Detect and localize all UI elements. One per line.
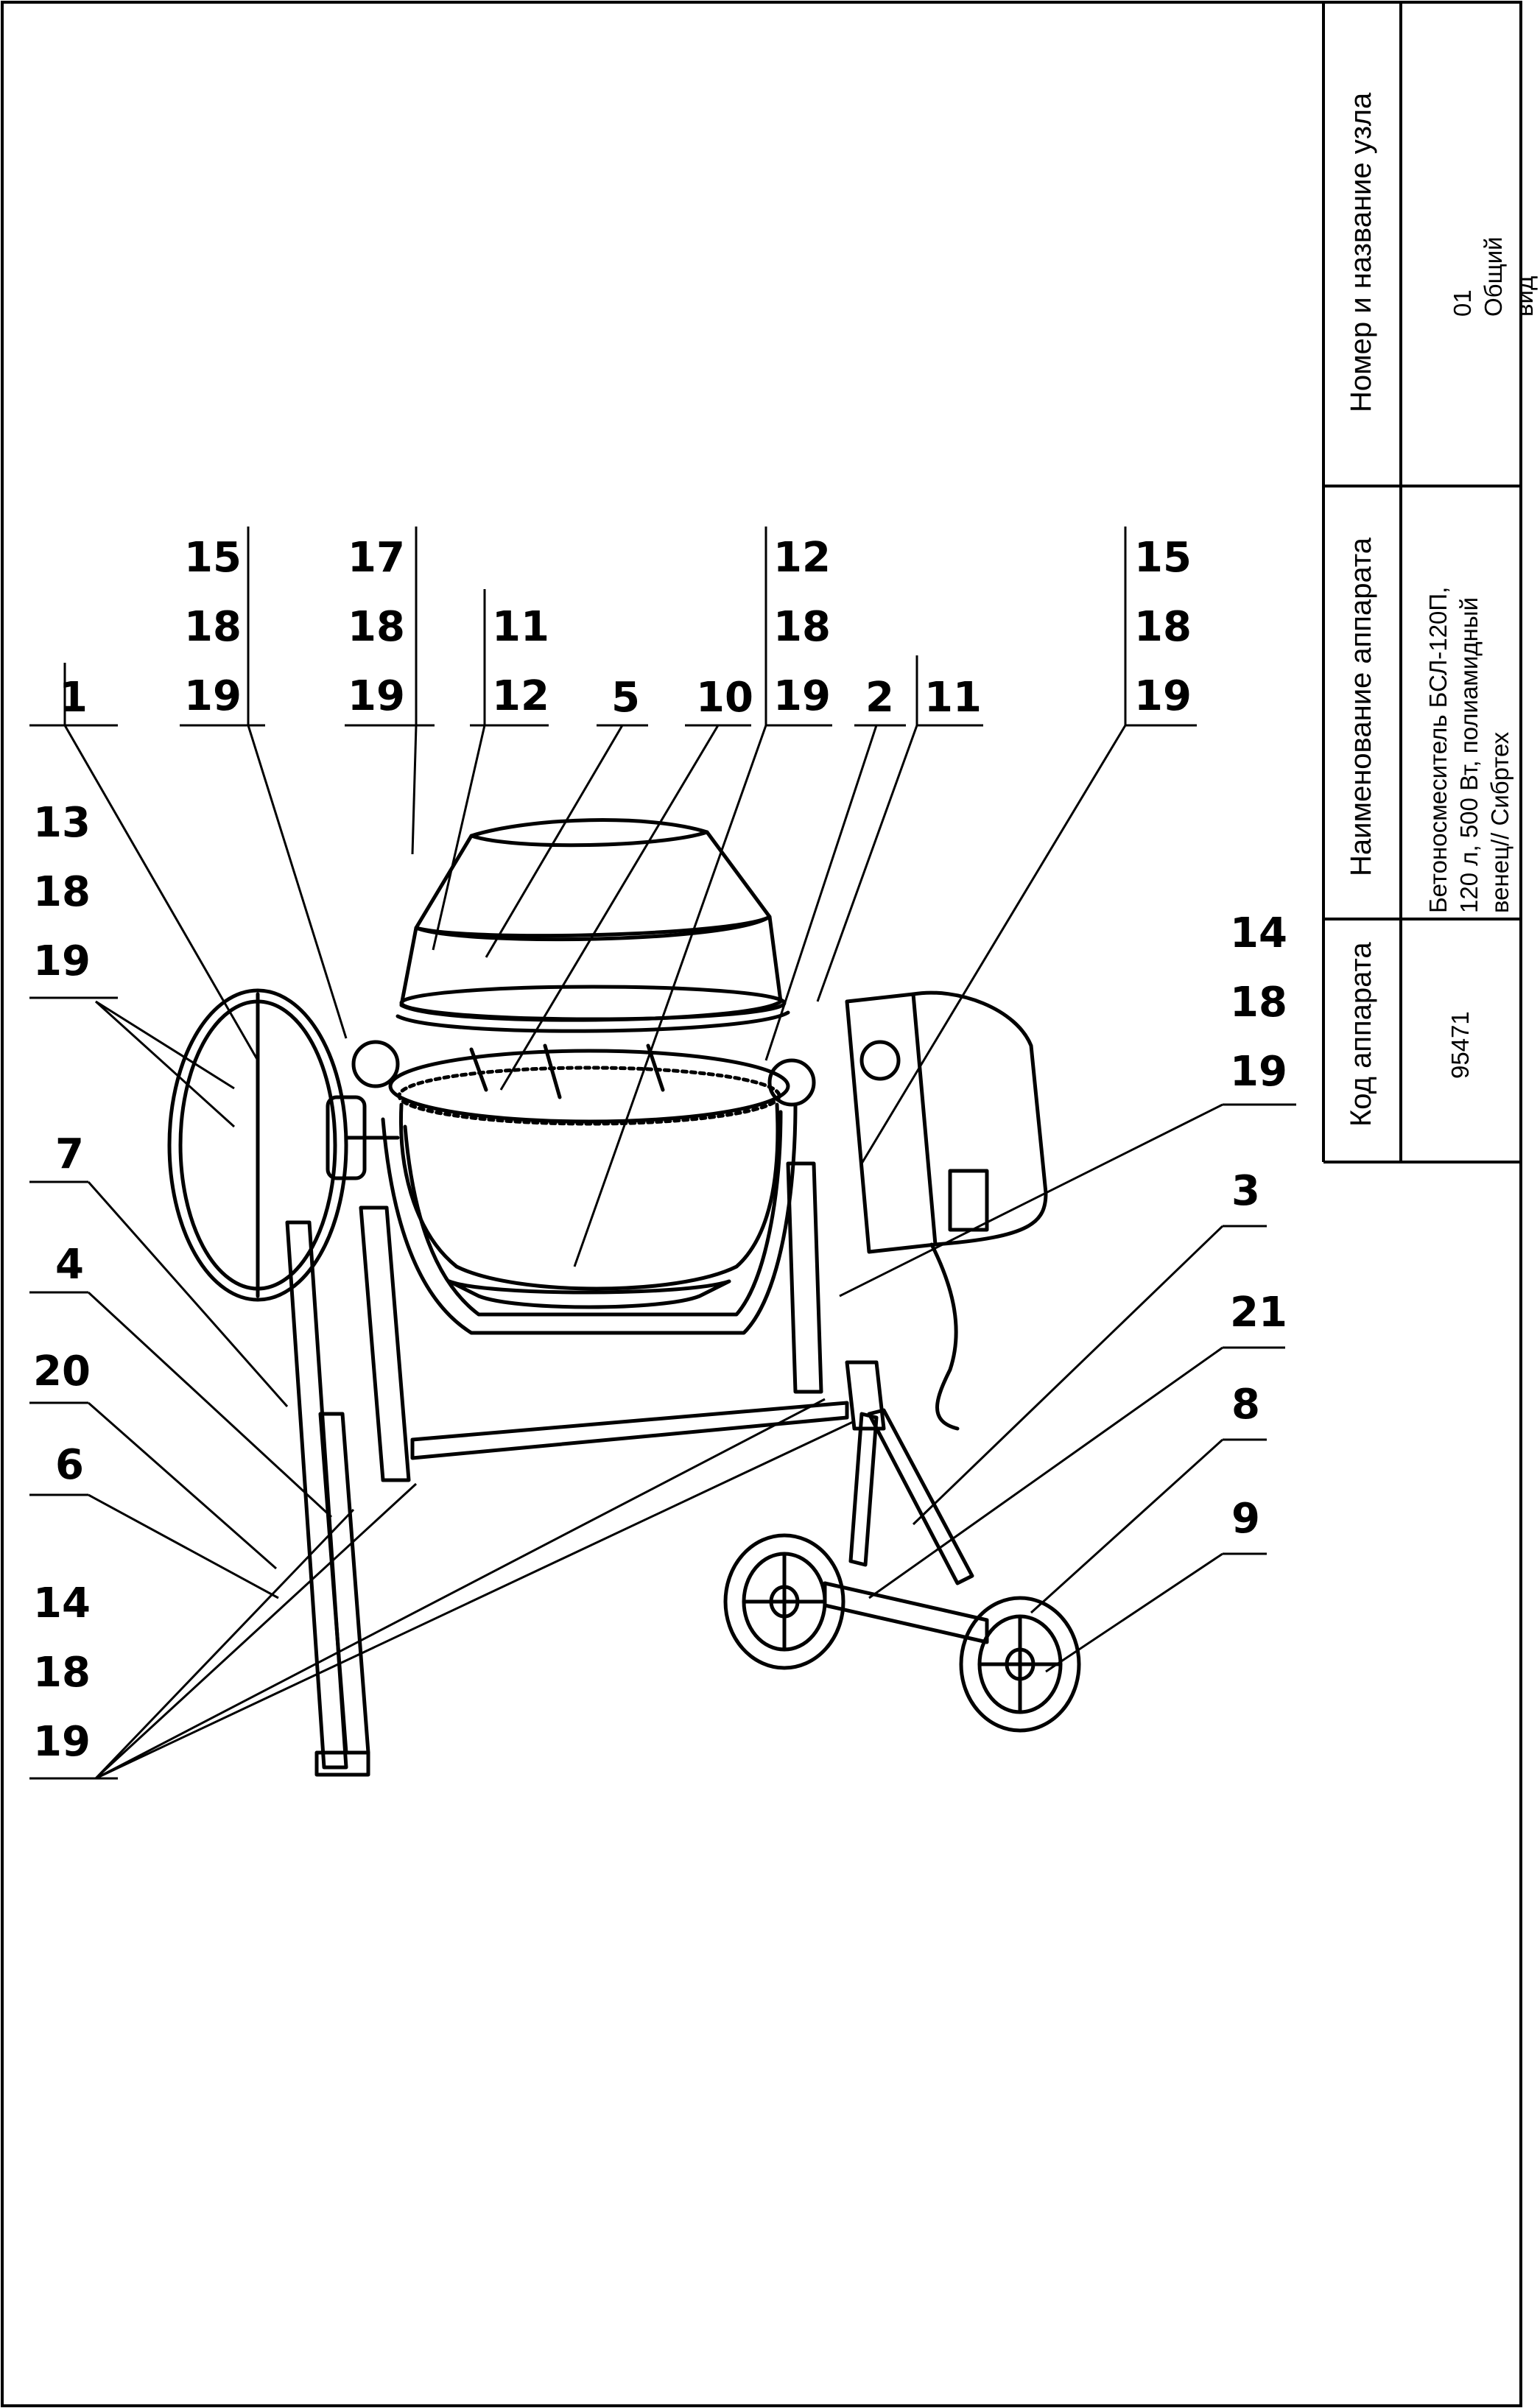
callout-label: 7 [55,1130,84,1178]
callout-label: 19 [33,1718,91,1766]
callout-label: 21 [1230,1289,1287,1337]
callout-label: 15 [184,534,242,582]
title-block-header-node: Номер и название узла [1345,92,1377,412]
mixer-illustration [167,818,1081,1777]
callout-label: 18 [773,603,831,651]
title-block-header-apparatus-code: Код аппарата [1345,942,1377,1127]
callout-label: 11 [492,603,549,651]
motor-housing [845,990,1048,1431]
callout-label: 15 [1134,534,1192,582]
callout-label: 17 [348,534,405,582]
callout-label: 18 [33,1649,91,1697]
callout-label: 2 [865,674,894,722]
callout-label: 19 [184,672,242,720]
callout-left-3: 4 [55,1245,84,1314]
drum-body [388,1043,790,1309]
callout-right-4: 8 [1231,1384,1260,1454]
callout-label: 10 [696,674,753,722]
callout-label: 3 [1231,1167,1260,1215]
stand-legs [285,1161,886,1777]
callout-label: 4 [55,1241,84,1289]
callout-right-5: 9 [1231,1499,1260,1568]
callout-label: 19 [348,672,405,720]
callout-left-4: 20 [33,1351,91,1420]
callout-label: 19 [773,672,831,720]
callout-top-1: 1 [59,677,88,747]
callout-label: 14 [1230,909,1287,957]
wheel-frame [823,1408,989,1644]
callout-label: 18 [33,868,91,916]
wheels [723,1533,1081,1733]
callout-label: 14 [33,1580,91,1627]
callout-label: 20 [33,1348,91,1395]
handwheel [167,988,400,1302]
title-block-header-apparatus-name: Наименование аппарата [1345,538,1377,876]
callout-label: 18 [1134,603,1192,651]
callout-label: 19 [1134,672,1192,720]
callout-label: 18 [348,603,405,651]
callout-label: 19 [1230,1048,1287,1096]
apparatus-name-line-3: венец// Сибртех [1486,731,1513,913]
callout-label: 13 [33,799,91,847]
callout-right-2: 3 [1231,1171,1260,1240]
callout-label: 18 [184,603,242,651]
callout-label: 9 [1231,1495,1260,1543]
apparatus-name-line-1: Бетоносмеситель БСЛ-120П, [1424,586,1452,913]
callout-top-5: 5 [611,677,640,747]
callout-label: 12 [773,534,831,582]
callout-top-9: 11 [924,677,982,747]
title-block-grid [1322,2,1521,1163]
title-block-node-value: 01 Общий вид [1449,236,1538,317]
title-block-apparatus-code-value: 95471 [1446,1011,1474,1079]
callout-label: 1 [59,674,88,722]
callout-right-3: 21 [1230,1292,1287,1362]
callout-left-5: 6 [55,1445,84,1514]
callout-left-6: 14 18 19 [33,1583,91,1791]
callout-label: 6 [55,1441,84,1489]
drum-top-cone [395,818,790,1033]
callout-label: 5 [611,674,640,722]
callout-top-8: 2 [865,677,894,747]
callout-left-2: 7 [55,1134,84,1203]
apparatus-name-line-2: 120 л, 500 Вт, полиамидный [1455,596,1483,913]
callout-label: 12 [492,672,549,720]
callout-label: 19 [33,937,91,985]
callout-label: 8 [1231,1381,1260,1429]
callout-top-6: 10 [696,677,753,747]
title-block-apparatus-name-value: Бетоносмеситель БСЛ-120П, 120 л, 500 Вт,… [1423,515,1516,913]
callout-label: 18 [1230,979,1287,1027]
callout-label: 11 [924,674,982,722]
